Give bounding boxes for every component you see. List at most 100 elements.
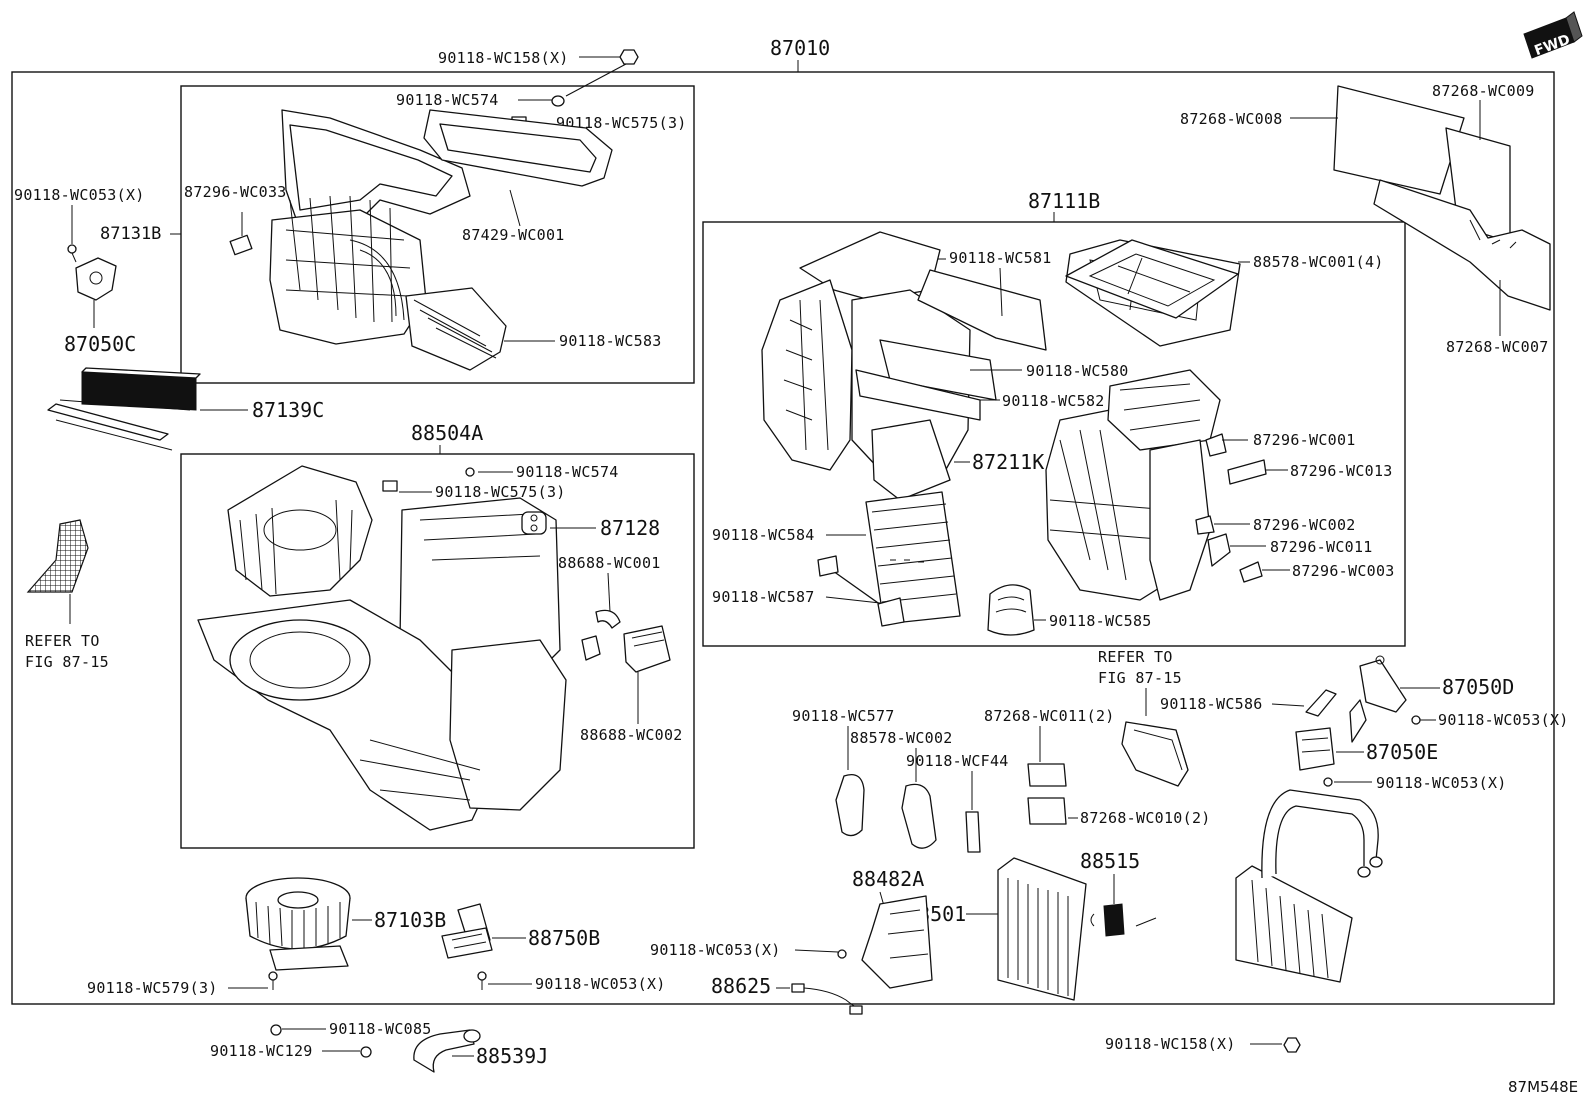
label-insul[interactable]: 88482A bbox=[852, 867, 924, 891]
label-box2-bracket[interactable]: 87128 bbox=[600, 516, 660, 540]
nut-icon-bottom-right bbox=[1283, 1037, 1301, 1053]
blower-motor-drawing bbox=[245, 877, 351, 971]
label-screw-left[interactable]: 90118-WC053(X) bbox=[14, 186, 145, 204]
label-refer-left-1[interactable]: REFER TO bbox=[25, 632, 100, 650]
label-box3-l[interactable]: 90118-WC585 bbox=[1049, 612, 1152, 630]
label-box3-h[interactable]: 87296-WC011 bbox=[1270, 538, 1373, 556]
label-servo-e[interactable]: 87050E bbox=[1366, 740, 1438, 764]
label-box1-part-a[interactable]: 87296-WC033 bbox=[184, 183, 287, 201]
label-box3-j[interactable]: 90118-WC584 bbox=[712, 526, 815, 544]
screw-icon-resistor bbox=[477, 971, 487, 990]
label-pad-a[interactable]: 87268-WC011(2) bbox=[984, 707, 1115, 725]
label-refer-mid-1[interactable]: REFER TO bbox=[1098, 648, 1173, 666]
refer-mid-drawing bbox=[1121, 721, 1189, 787]
label-box3-f[interactable]: 87296-WC013 bbox=[1290, 462, 1393, 480]
hose-drawing bbox=[413, 1029, 481, 1073]
duct-drawing bbox=[1333, 85, 1551, 311]
label-box1-filter-cover[interactable]: 90118-WC583 bbox=[559, 332, 662, 350]
bracket-87128-drawing bbox=[521, 511, 547, 535]
label-blower-case[interactable]: 88504A bbox=[411, 421, 483, 445]
heater-core-drawing bbox=[1235, 789, 1383, 983]
filter-drawing bbox=[47, 367, 201, 451]
fwd-badge: FWD bbox=[1523, 11, 1583, 59]
seal-b-drawing bbox=[901, 783, 937, 849]
label-motor[interactable]: 87103B bbox=[374, 908, 446, 932]
servo-d-drawing bbox=[1349, 655, 1407, 743]
label-pad-b[interactable]: 87268-WC010(2) bbox=[1080, 809, 1211, 827]
pad-b-drawing bbox=[1027, 797, 1067, 825]
assembly-number[interactable]: 87010 bbox=[770, 36, 830, 60]
label-valve[interactable]: 88515 bbox=[1080, 849, 1140, 873]
label-motor-screw[interactable]: 90118-WC579(3) bbox=[87, 979, 218, 997]
label-box3-g[interactable]: 87296-WC002 bbox=[1253, 516, 1356, 534]
label-top-bolt[interactable]: 90118-WC158(X) bbox=[438, 49, 569, 67]
label-seal-c[interactable]: 90118-WCF44 bbox=[906, 752, 1009, 770]
label-box3-c[interactable]: 90118-WC580 bbox=[1026, 362, 1129, 380]
label-box3-b[interactable]: 88578-WC001(4) bbox=[1253, 253, 1384, 271]
servo-left-drawing bbox=[75, 257, 117, 301]
label-box2-part-b[interactable]: 88688-WC002 bbox=[580, 726, 683, 744]
screw-icon-d bbox=[1411, 715, 1421, 725]
label-resistor[interactable]: 88750B bbox=[528, 926, 600, 950]
label-box3-e[interactable]: 87296-WC001 bbox=[1253, 431, 1356, 449]
screw-icon-evap bbox=[837, 949, 847, 959]
label-duct-a[interactable]: 87268-WC008 bbox=[1180, 110, 1283, 128]
label-duct-c[interactable]: 87268-WC007 bbox=[1446, 338, 1549, 356]
label-box2-nut[interactable]: 90118-WC574 bbox=[516, 463, 619, 481]
label-box3-a[interactable]: 90118-WC581 bbox=[949, 249, 1052, 267]
label-seal-b[interactable]: 88578-WC002 bbox=[850, 729, 953, 747]
label-screw-e[interactable]: 90118-WC053(X) bbox=[1376, 774, 1507, 792]
label-bottom-hose[interactable]: 88539J bbox=[476, 1044, 548, 1068]
pad-a-drawing bbox=[1027, 763, 1067, 787]
filter-tray-drawing bbox=[1065, 239, 1239, 319]
frame-blower-case bbox=[180, 453, 695, 849]
label-screw-evap[interactable]: 90118-WC053(X) bbox=[650, 941, 781, 959]
corner-code: 87M548E bbox=[1508, 1078, 1578, 1096]
label-case-upper[interactable]: 87131B bbox=[100, 224, 161, 244]
label-box3-k[interactable]: 90118-WC587 bbox=[712, 588, 815, 606]
upper-case-drawing bbox=[229, 109, 613, 371]
label-box1-screw[interactable]: 90118-WC575(3) bbox=[556, 114, 687, 132]
label-screw-d[interactable]: 90118-WC053(X) bbox=[1438, 711, 1569, 729]
label-sensor[interactable]: 88625 bbox=[711, 974, 771, 998]
screw-icon-motor bbox=[268, 971, 278, 990]
label-bottom-a[interactable]: 90118-WC085 bbox=[329, 1020, 432, 1038]
clip-drawing bbox=[1305, 689, 1337, 717]
nut-icon-bottom-a bbox=[270, 1024, 282, 1036]
label-refer-left-2[interactable]: FIG 87-15 bbox=[25, 653, 109, 671]
washer-icon bbox=[551, 95, 565, 107]
label-bottom-b[interactable]: 90118-WC129 bbox=[210, 1042, 313, 1060]
screw-icon-bottom-b bbox=[360, 1046, 372, 1058]
label-servo-left[interactable]: 87050C bbox=[64, 332, 136, 356]
refer-left-drawing bbox=[26, 519, 89, 593]
seal-c-drawing bbox=[965, 811, 981, 853]
seal-a-drawing bbox=[835, 773, 865, 837]
nut-icon-2 bbox=[465, 467, 475, 477]
label-box3-case[interactable]: 87211K bbox=[972, 450, 1044, 474]
screw-icon bbox=[67, 244, 77, 263]
assembly-frame bbox=[11, 71, 1555, 1005]
label-bottom-right-nut[interactable]: 90118-WC158(X) bbox=[1105, 1035, 1236, 1053]
screw-icon-e bbox=[1323, 777, 1333, 787]
evaporator-drawing bbox=[997, 857, 1087, 1001]
label-resistor-screw[interactable]: 90118-WC053(X) bbox=[535, 975, 666, 993]
resistor-drawing bbox=[441, 903, 493, 959]
label-filter[interactable]: 87139C bbox=[252, 398, 324, 422]
label-box1-nut[interactable]: 90118-WC574 bbox=[396, 91, 499, 109]
label-box2-part-a[interactable]: 88688-WC001 bbox=[558, 554, 661, 572]
label-clip[interactable]: 90118-WC586 bbox=[1160, 695, 1263, 713]
label-servo-d[interactable]: 87050D bbox=[1442, 675, 1514, 699]
label-box3-i[interactable]: 87296-WC003 bbox=[1292, 562, 1395, 580]
label-unit-case[interactable]: 87111B bbox=[1028, 189, 1100, 213]
label-box2-screw[interactable]: 90118-WC575(3) bbox=[435, 483, 566, 501]
label-box1-seal[interactable]: 87429-WC001 bbox=[462, 226, 565, 244]
label-seal-a[interactable]: 90118-WC577 bbox=[792, 707, 895, 725]
sensor-drawing bbox=[791, 983, 863, 1015]
blower-case-drawing bbox=[197, 465, 567, 831]
label-duct-b[interactable]: 87268-WC009 bbox=[1432, 82, 1535, 100]
label-box3-d[interactable]: 90118-WC582 bbox=[1002, 392, 1105, 410]
nut-icon bbox=[619, 49, 639, 65]
label-refer-mid-2[interactable]: FIG 87-15 bbox=[1098, 669, 1182, 687]
part-88688-drawing bbox=[581, 609, 671, 673]
